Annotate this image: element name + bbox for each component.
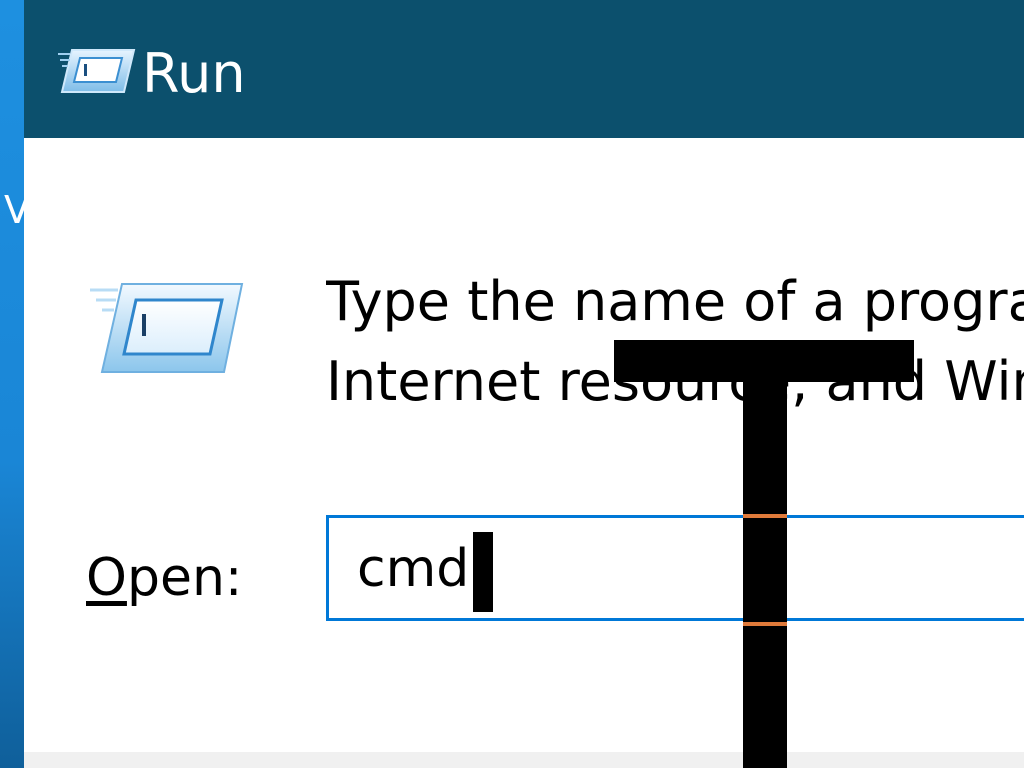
description-line-1: Type the name of a progra	[326, 270, 1024, 333]
desktop-background: V	[0, 0, 24, 768]
dialog-description: Type the name of a progra Internet resou…	[326, 262, 1024, 422]
description-line-2: Internet resource, and Win	[326, 350, 1024, 413]
text-caret	[473, 532, 493, 612]
open-input-value: cmd	[357, 539, 470, 599]
button-area	[24, 752, 1024, 768]
desktop-edge-text: V	[4, 190, 24, 230]
title-bar[interactable]: Run	[24, 0, 1024, 138]
open-label: Open:	[86, 542, 242, 614]
open-label-accelerator: O	[86, 548, 127, 608]
window-title: Run	[142, 42, 246, 105]
run-icon	[58, 49, 136, 93]
open-input[interactable]: cmd	[326, 515, 1024, 621]
open-label-text: pen:	[126, 548, 243, 608]
run-app-icon	[90, 283, 244, 373]
run-dialog: Run Type the name of a progra	[24, 0, 1024, 768]
